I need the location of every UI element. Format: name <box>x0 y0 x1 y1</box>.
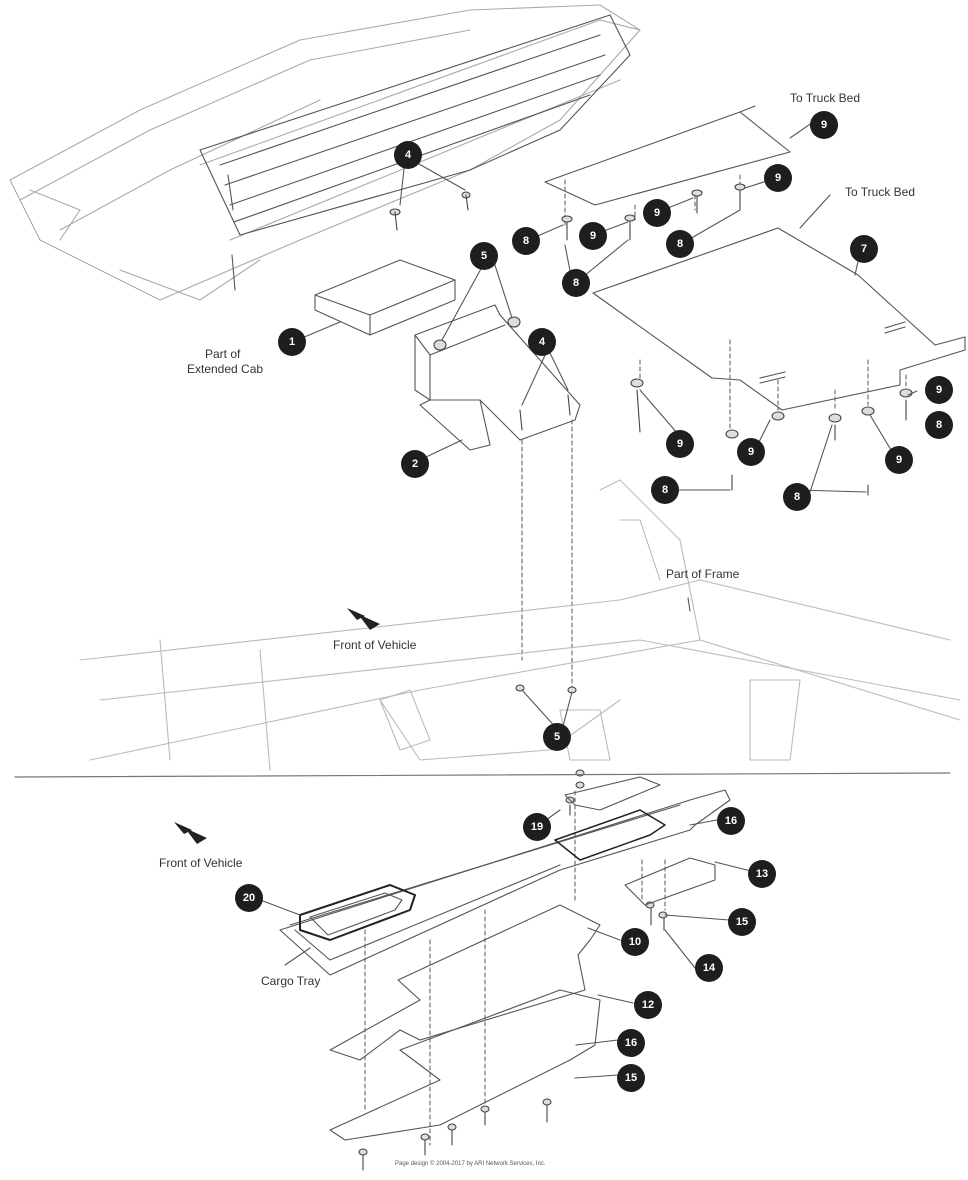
callout-part-20-top[interactable]: 19 <box>523 813 551 841</box>
label-part-of-extended-cab-line2: Extended Cab <box>187 362 264 376</box>
callout-part-1[interactable]: 1 <box>278 328 306 356</box>
callout-part-2[interactable]: 2 <box>401 450 429 478</box>
part-7-plate <box>592 227 966 411</box>
vehicle-frame <box>79 479 961 771</box>
callout-part-8-a[interactable]: 8 <box>562 269 590 297</box>
callout-part-9-g[interactable]: 9 <box>737 438 765 466</box>
callout-part-8-d[interactable]: 8 <box>651 476 679 504</box>
callout-part-14[interactable]: 13 <box>748 860 776 888</box>
callout-part-7[interactable]: 7 <box>850 235 878 263</box>
front-arrow-top <box>347 608 380 630</box>
callout-part-4-mid[interactable]: 4 <box>528 328 556 356</box>
part-1-bracket <box>314 259 456 336</box>
fasteners <box>358 183 913 1171</box>
cargo-tray <box>279 789 731 976</box>
label-part-of-extended-cab-line1: Part of <box>205 347 241 361</box>
extended-cab-outline <box>9 4 641 301</box>
callout-part-20-bottom[interactable]: 20 <box>235 884 263 912</box>
part-19-plate <box>554 809 666 861</box>
callout-part-5-bottom[interactable]: 5 <box>543 723 571 751</box>
callout-part-19[interactable]: 16 <box>717 807 745 835</box>
callout-part-5-top[interactable]: 5 <box>470 242 498 270</box>
copyright-notice: Page design © 2004-2017 by ARI Network S… <box>395 1161 546 1167</box>
part-20-cover <box>564 776 661 811</box>
callout-part-9-c[interactable]: 9 <box>643 199 671 227</box>
callout-part-15-top[interactable]: 14 <box>695 954 723 982</box>
part-13-panel <box>329 989 601 1141</box>
part-14-bracket <box>624 857 716 906</box>
part-2-skid-plate <box>414 304 581 451</box>
label-front-of-vehicle-bottom: Front of Vehicle <box>159 856 243 870</box>
callout-part-9-f[interactable]: 9 <box>666 430 694 458</box>
callout-part-9-h[interactable]: 9 <box>885 446 913 474</box>
callout-part-8-e[interactable]: 8 <box>783 483 811 511</box>
callout-part-4-top[interactable]: 4 <box>394 141 422 169</box>
callout-part-9-d[interactable]: 9 <box>764 164 792 192</box>
label-cargo-tray: Cargo Tray <box>261 974 321 988</box>
callout-part-12[interactable]: 10 <box>621 928 649 956</box>
part-10-plate <box>544 111 791 206</box>
callout-part-8-c[interactable]: 8 <box>925 411 953 439</box>
callout-part-9-b[interactable]: 9 <box>579 222 607 250</box>
part-12-panel <box>329 904 601 1061</box>
section-divider <box>14 772 951 778</box>
callout-part-9-e[interactable]: 9 <box>925 376 953 404</box>
callout-part-16-bottom[interactable]: 16 <box>617 1029 645 1057</box>
label-part-of-frame: Part of Frame <box>666 567 740 581</box>
callout-part-10[interactable]: 9 <box>810 111 838 139</box>
label-front-of-vehicle-top: Front of Vehicle <box>333 638 417 652</box>
callout-part-8-b[interactable]: 8 <box>666 230 694 258</box>
callout-part-16-top[interactable]: 15 <box>728 908 756 936</box>
callout-part-13[interactable]: 12 <box>634 991 662 1019</box>
front-arrow-bottom <box>174 822 207 844</box>
callout-part-15-bottom[interactable]: 15 <box>617 1064 645 1092</box>
label-to-truck-bed-right: To Truck Bed <box>845 185 916 199</box>
callout-part-9-a[interactable]: 8 <box>512 227 540 255</box>
label-to-truck-bed-top: To Truck Bed <box>790 91 861 105</box>
